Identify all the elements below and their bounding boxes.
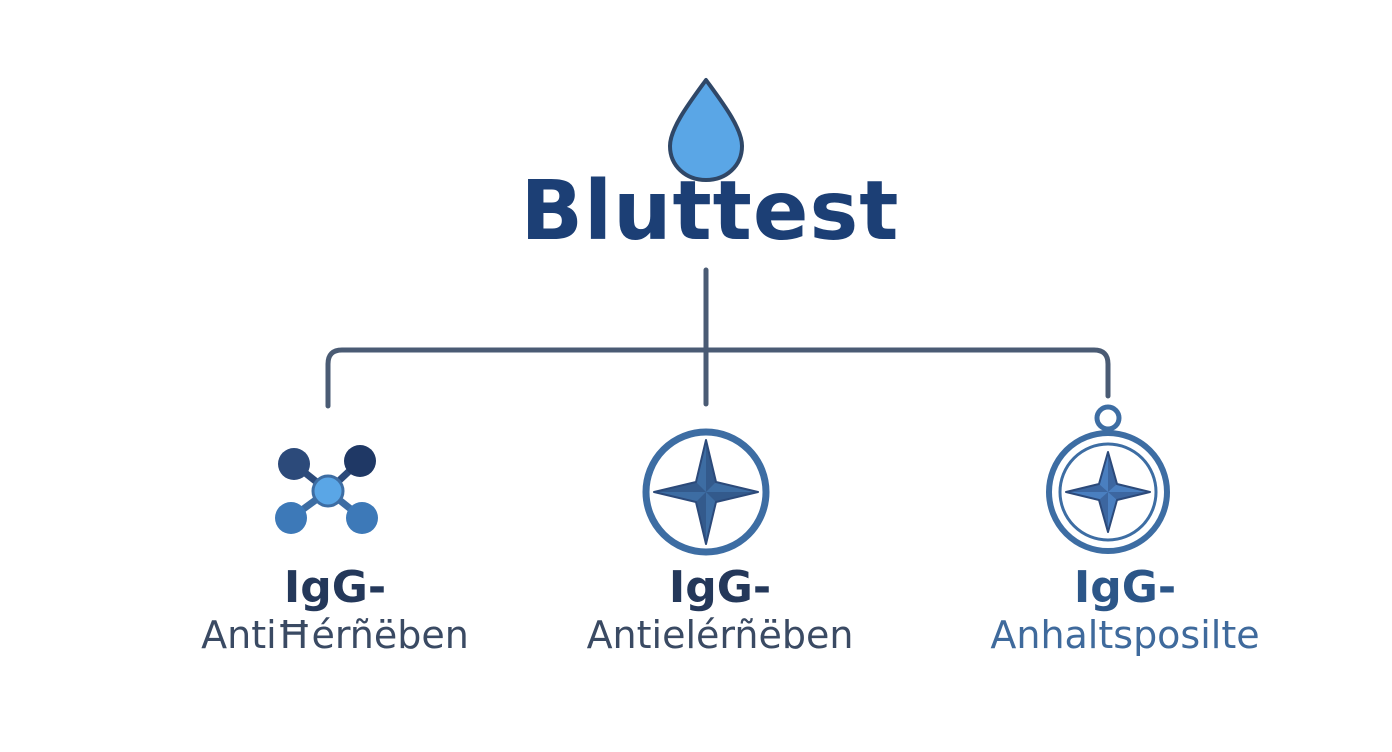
compass-star-icon: [642, 428, 770, 556]
compass-pendant-icon: [1046, 404, 1170, 554]
child-label-middle: IgG- Antielérñëben: [510, 562, 930, 657]
child-label-line2: Anhaltsposilte: [990, 612, 1260, 657]
child-label-line1: IgG-: [283, 562, 387, 613]
child-label-line2: Antielérñëben: [586, 612, 854, 657]
child-label-left: IgG- AntiĦérñëben: [130, 562, 540, 657]
molecule-icon: [275, 445, 378, 534]
branch-line: [325, 347, 1111, 409]
root-title: Bluttest: [520, 164, 900, 259]
child-label-line2: AntiĦérñëben: [201, 612, 469, 657]
child-label-line1: IgG-: [668, 562, 772, 613]
child-label-line1: IgG-: [1073, 562, 1177, 613]
connector-lines: [325, 267, 1111, 409]
child-label-right: IgG- Anhaltsposilte: [925, 562, 1325, 657]
blood-drop-icon: [668, 78, 744, 182]
